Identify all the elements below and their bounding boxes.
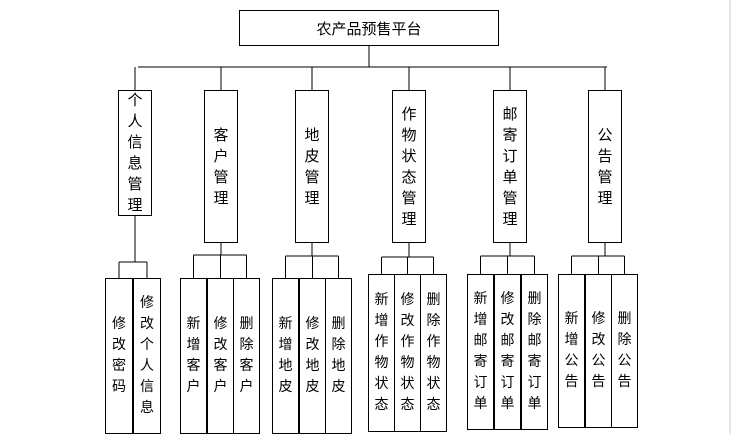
leaf-node-0-0-label: 修改密码 [112, 316, 126, 395]
leaf-node-4-1-label: 修改邮寄订单 [500, 291, 515, 412]
module-node-0: 个人信息管理 [118, 90, 152, 216]
leaf-node-5-0-label: 新增公告 [564, 311, 579, 390]
leaf-node-3-2-label: 删除作物状态 [426, 292, 441, 413]
leaf-node-1-2: 删除客户 [233, 278, 260, 434]
leaf-node-1-0-label: 新增客户 [186, 316, 201, 395]
leaf-node-4-1: 修改邮寄订单 [494, 274, 521, 430]
module-node-3: 作物状态管理 [392, 90, 426, 243]
leaf-node-1-2-label: 删除客户 [239, 316, 254, 395]
leaf-node-2-0-label: 新增地皮 [278, 316, 293, 395]
module-node-5-label: 公告管理 [597, 125, 613, 207]
leaf-node-4-2-label: 删除邮寄订单 [527, 291, 542, 412]
leaf-node-5-1: 修改公告 [585, 274, 612, 428]
leaf-node-1-0: 新增客户 [180, 278, 207, 434]
leaf-node-4-0-label: 新增邮寄订单 [473, 291, 488, 412]
root-label: 农产品预售平台 [316, 19, 422, 38]
window-edge [729, 0, 731, 434]
module-node-4: 邮寄订单管理 [493, 90, 527, 243]
leaf-node-2-1: 修改地皮 [299, 278, 326, 434]
leaf-node-5-0: 新增公告 [558, 274, 585, 428]
module-node-2: 地皮管理 [295, 90, 329, 243]
leaf-node-5-2-label: 删除公告 [617, 311, 632, 390]
leaf-node-0-0: 修改密码 [105, 278, 133, 434]
module-node-1: 客户管理 [204, 90, 238, 243]
leaf-node-3-0: 新增作物状态 [368, 274, 395, 432]
root-node: 农产品预售平台 [239, 10, 499, 46]
leaf-node-4-2: 删除邮寄订单 [521, 274, 548, 430]
leaf-node-3-2: 删除作物状态 [420, 274, 447, 432]
leaf-node-3-1-label: 修改作物状态 [400, 292, 415, 413]
leaf-node-2-2-label: 删除地皮 [331, 316, 346, 395]
leaf-node-2-1-label: 修改地皮 [305, 316, 320, 395]
module-node-2-label: 地皮管理 [304, 125, 320, 207]
leaf-node-1-1-label: 修改客户 [213, 316, 228, 395]
leaf-node-1-1: 修改客户 [207, 278, 234, 434]
leaf-node-5-2: 删除公告 [611, 274, 638, 428]
leaf-node-3-0-label: 新增作物状态 [374, 292, 389, 413]
leaf-node-3-1: 修改作物状态 [394, 274, 421, 432]
leaf-node-2-0: 新增地皮 [272, 278, 299, 434]
module-node-5: 公告管理 [588, 90, 622, 243]
module-node-1-label: 客户管理 [213, 125, 229, 207]
module-node-4-label: 邮寄订单管理 [502, 104, 518, 228]
leaf-node-0-1: 修改个人信息 [133, 278, 161, 434]
module-node-0-label: 个人信息管理 [127, 91, 143, 214]
leaf-node-4-0: 新增邮寄订单 [467, 274, 494, 430]
module-node-3-label: 作物状态管理 [401, 104, 417, 228]
leaf-node-0-1-label: 修改个人信息 [140, 295, 154, 416]
leaf-node-5-1-label: 修改公告 [591, 311, 606, 390]
leaf-node-2-2: 删除地皮 [325, 278, 352, 434]
